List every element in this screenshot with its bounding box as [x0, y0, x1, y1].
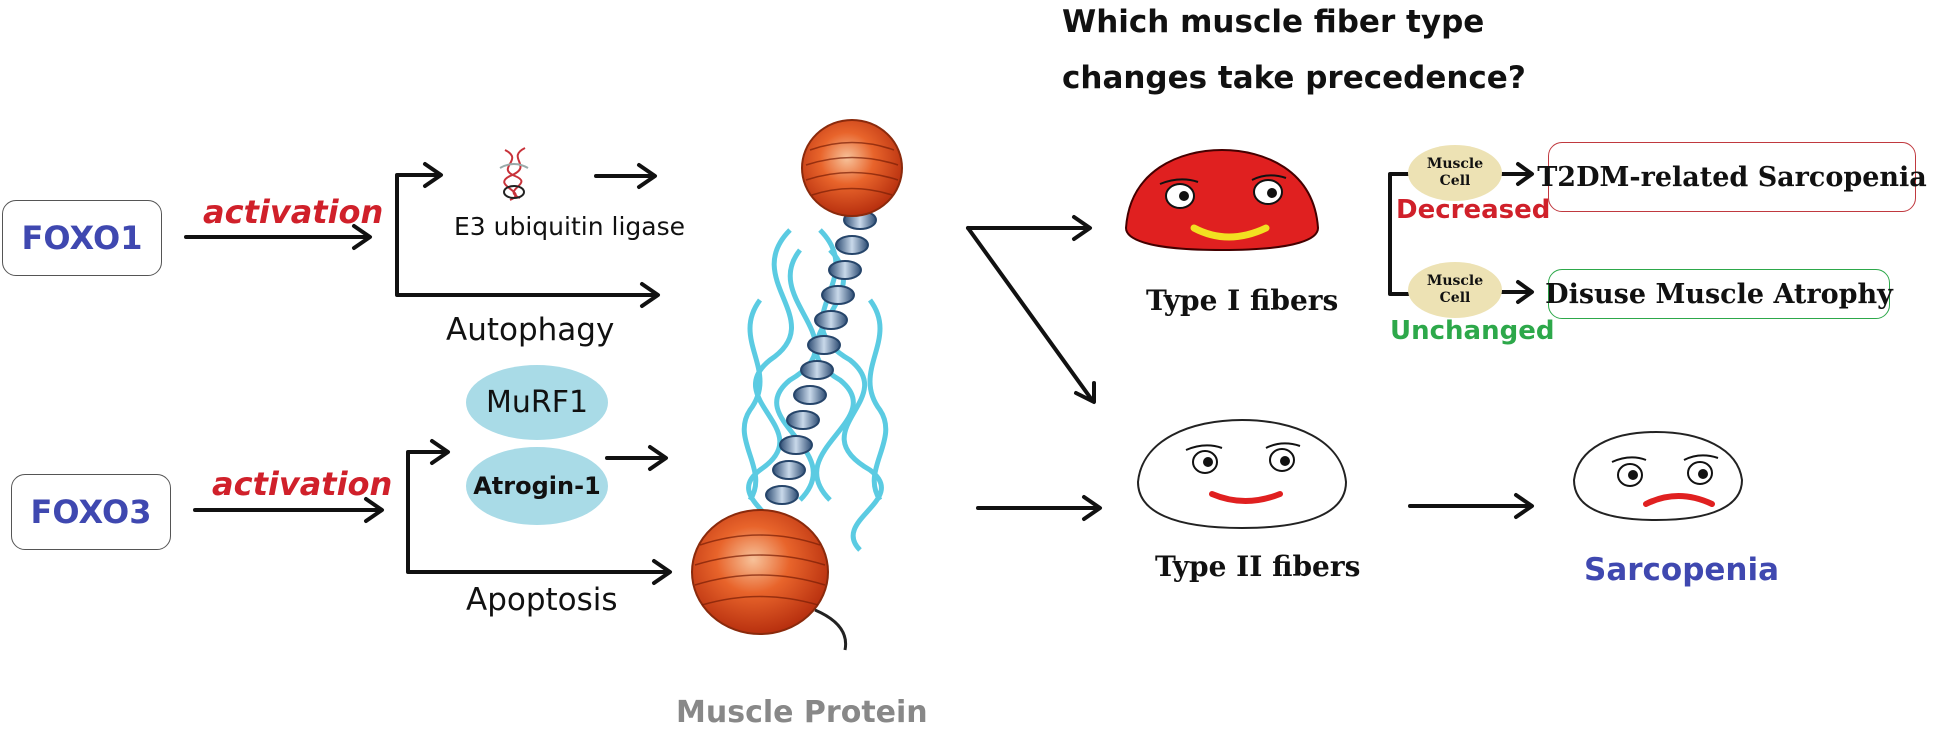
foxo1-box: FOXO1 [2, 200, 162, 276]
type1-fibers-label: Type I fibers [1146, 284, 1339, 317]
murf1-label: MuRF1 [485, 385, 589, 420]
foxo3-box: FOXO3 [11, 474, 171, 550]
disuse-atrophy-label: Disuse Muscle Atrophy [1545, 278, 1893, 310]
foxo1-label: FOXO1 [21, 219, 143, 257]
sarcopenia-label: Sarcopenia [1584, 552, 1780, 588]
muscle-protein-label: Muscle Protein [676, 695, 928, 730]
foxo3-branch-bracket [406, 439, 672, 585]
muscle-cell-bottom-line2: Cell [1439, 290, 1471, 306]
apoptosis-label: Apoptosis [466, 582, 618, 618]
question-line-2: changes take precedence? [1062, 60, 1526, 96]
foxo1-branch-bracket [395, 162, 660, 308]
muscle-cell-top-line2: Cell [1439, 173, 1471, 189]
autophagy-label: Autophagy [446, 312, 615, 348]
question-line-1: Which muscle fiber type [1062, 4, 1485, 40]
foxo3-activation-label: activation [212, 465, 393, 503]
type1-fiber-face [1124, 148, 1320, 252]
muscle-cell-top: Muscle Cell [1408, 145, 1502, 201]
e3-ligase-icon [499, 147, 529, 201]
protein-to-fibers-arrows [966, 215, 1102, 521]
foxo3-label: FOXO3 [30, 493, 152, 531]
unchanged-status: Unchanged [1390, 316, 1555, 346]
muscle-protein-illustration [691, 119, 903, 651]
foxo3-activation-arrow [193, 497, 384, 523]
e3-ubiquitin-ligase-label: E3 ubiquitin ligase [454, 212, 685, 241]
decreased-status: Decreased [1396, 195, 1551, 225]
atrogin1-oval: Atrogin-1 [466, 447, 608, 525]
foxo1-activation-arrow [184, 224, 372, 250]
t2dm-sarcopenia-label: T2DM-related Sarcopenia [1537, 161, 1927, 193]
sarcopenia-face [1572, 430, 1744, 522]
type2-fiber-face [1136, 418, 1348, 530]
t2dm-sarcopenia-box: T2DM-related Sarcopenia [1537, 142, 1927, 212]
atrogin1-label: Atrogin-1 [473, 472, 601, 500]
murf1-oval: MuRF1 [466, 365, 608, 440]
type1-branch-bracket [1388, 172, 1410, 296]
disuse-atrophy-box: Disuse Muscle Atrophy [1545, 269, 1893, 319]
muscle-cell-top-line1: Muscle [1426, 156, 1484, 172]
muscle-cell-bottom-line1: Muscle [1426, 273, 1484, 289]
muscle-cell-bottom: Muscle Cell [1408, 262, 1502, 318]
cell-to-outcome-arrows [1500, 162, 1534, 304]
type2-to-sarcopenia-arrow [1408, 493, 1534, 519]
type2-fibers-label: Type II fibers [1155, 550, 1361, 583]
foxo1-activation-label: activation [203, 193, 384, 231]
